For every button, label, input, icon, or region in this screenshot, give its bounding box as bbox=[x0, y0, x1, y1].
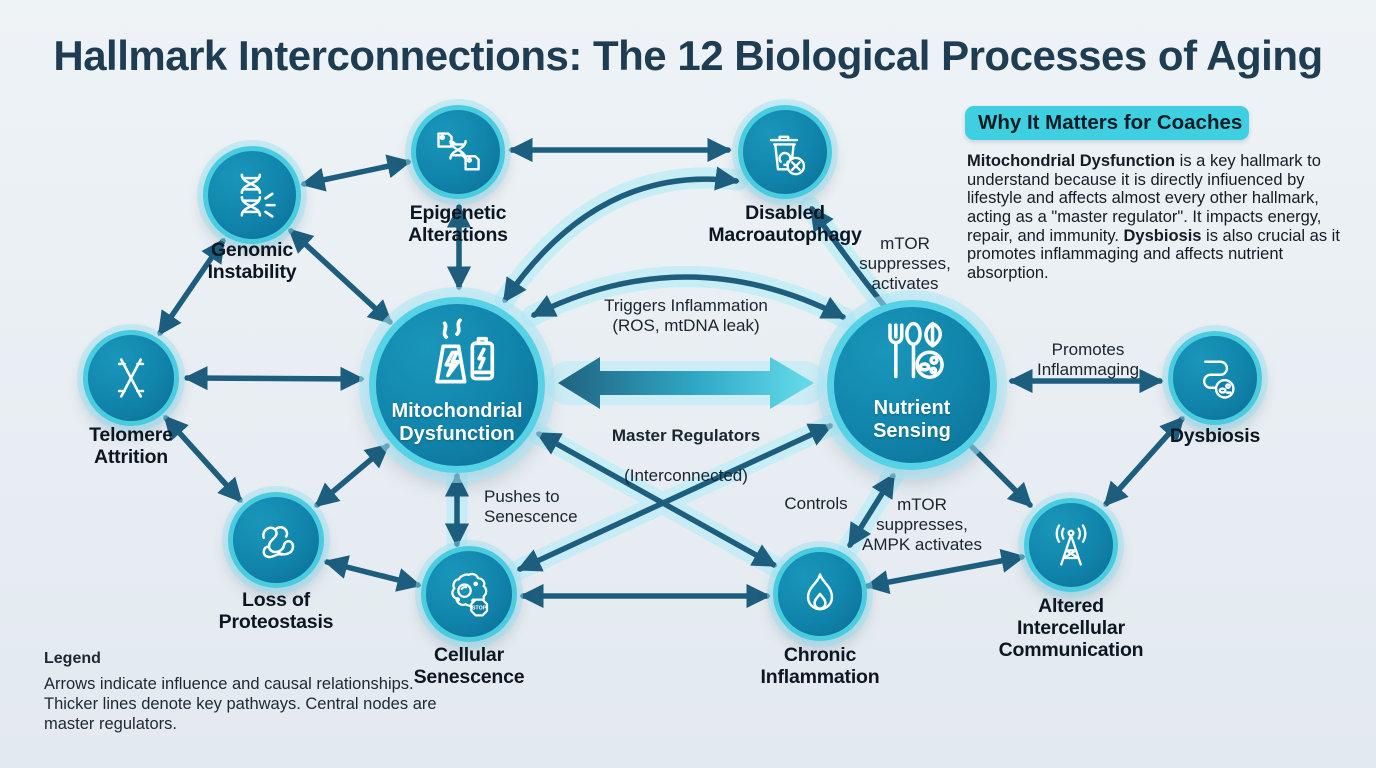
dna-broken-icon bbox=[240, 173, 276, 218]
node-nutrient-sensing: Nutrient Sensing bbox=[827, 300, 997, 470]
node-cellular-senescence: STOP bbox=[421, 546, 517, 642]
edge-label-master-regulators-main: Master Regulators bbox=[611, 425, 761, 445]
node-chronic-inflammation bbox=[773, 547, 867, 641]
edge-label-controls: Controls bbox=[784, 494, 848, 513]
protein-tangle-icon bbox=[262, 526, 295, 559]
legend-title: Legend bbox=[44, 650, 101, 667]
node-telomere-attrition bbox=[83, 330, 179, 426]
fork-spoon-leaf-icon bbox=[888, 321, 944, 379]
legend-body: Arrows indicate influence and causal rel… bbox=[44, 675, 437, 733]
arrows bbox=[157, 137, 1185, 609]
page-title: Hallmark Interconnections: The 12 Biolog… bbox=[53, 32, 1323, 79]
radio-tower-icon bbox=[1055, 524, 1087, 566]
node-genomic-instability bbox=[203, 146, 301, 244]
edge-label-master-regulators: Master Regulators (Interconnected) bbox=[566, 406, 806, 486]
node-label-altered-intercellular-communication: Altered Intercellular Communication bbox=[998, 595, 1144, 661]
node-altered-intercellular-communication bbox=[1024, 498, 1118, 592]
sidebar-header-text: Why It Matters for Coaches bbox=[978, 111, 1243, 134]
edge-label-promotes-inflammaging: Promotes Inflammaging bbox=[1036, 340, 1140, 379]
node-epigenetic-alterations bbox=[411, 105, 505, 199]
edge-label-triggers-inflammation: Triggers Inflammation (ROS, mtDNA leak) bbox=[604, 296, 768, 335]
trash-recycle-icon bbox=[769, 135, 806, 176]
node-mitochondrial-dysfunction: Mitochondrial Dysfunction bbox=[369, 297, 545, 473]
sidebar-header: Why It Matters for Coaches bbox=[965, 106, 1249, 140]
dna-tag-icon bbox=[437, 132, 480, 171]
node-label-cellular-senescence: Cellular Senescence bbox=[413, 644, 525, 688]
edge-label-pushes-to-senescence: Pushes to Senescence bbox=[484, 487, 578, 526]
sidebar-body-text-2: is also crucial as it promotes inflammag… bbox=[967, 226, 1340, 282]
edge-label-mtor-suppresses-activates: mTOR suppresses, activates bbox=[859, 234, 951, 293]
sidebar-body: Mitochondrial Dysfunction is a key hallm… bbox=[967, 152, 1349, 282]
node-dysbiosis bbox=[1168, 331, 1262, 425]
sidebar-body-bold-2: Dysbiosis bbox=[1123, 226, 1202, 245]
legend: Legend Arrows indicate influence and cau… bbox=[44, 650, 444, 734]
cell-stop-icon: STOP bbox=[451, 572, 489, 617]
gut-microbe-icon bbox=[1202, 360, 1235, 399]
power-plant-battery-icon bbox=[435, 318, 495, 384]
sidebar-body-bold-1: Mitochondrial Dysfunction bbox=[967, 152, 1176, 170]
chromosome-icon bbox=[117, 358, 145, 398]
node-label-loss-of-proteostasis: Loss of Proteostasis bbox=[218, 589, 334, 633]
sidebar-body-text-1: is a key hallmark to understand because … bbox=[967, 152, 1322, 245]
node-loss-of-proteostasis bbox=[228, 492, 324, 588]
edge-label-mtor-ampk: mTOR suppresses, AMPK activates bbox=[862, 495, 982, 554]
node-disabled-macroautophagy bbox=[738, 105, 832, 199]
edge-label-master-regulators-sub: (Interconnected) bbox=[624, 465, 748, 485]
node-label-chronic-inflammation: Chronic Inflammation bbox=[760, 644, 880, 688]
node-label-epigenetic-alterations: Epigenetic Alterations bbox=[408, 202, 508, 246]
node-label-telomere-attrition: Telomere Attrition bbox=[89, 424, 173, 468]
node-label-mitochondrial-dysfunction: Mitochondrial Dysfunction bbox=[391, 400, 523, 445]
master-regulators-arrow bbox=[558, 357, 814, 409]
node-label-nutrient-sensing: Nutrient Sensing bbox=[873, 397, 951, 442]
node-label-disabled-macroautophagy: Disabled Macroautophagy bbox=[708, 202, 862, 246]
flame-icon bbox=[806, 573, 834, 611]
node-label-dysbiosis: Dysbiosis bbox=[1169, 425, 1261, 447]
svg-text:STOP: STOP bbox=[472, 606, 487, 612]
node-label-genomic-instability: Genomic Instability bbox=[207, 239, 297, 283]
